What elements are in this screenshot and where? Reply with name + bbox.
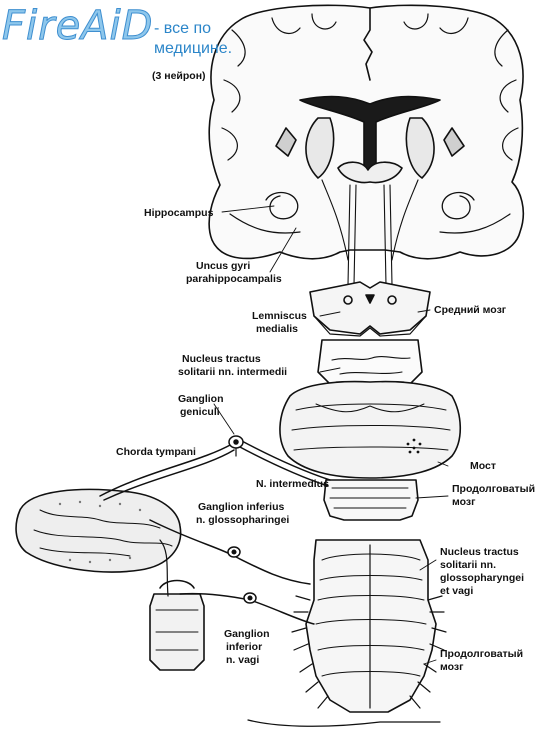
- ascending-tracts: [321, 179, 419, 286]
- label-nts-ix-x-3: glossopharyngei: [440, 572, 525, 584]
- label-n-intermedius: N. intermedius: [256, 478, 329, 490]
- medulla-upper: [323, 479, 419, 521]
- label-medulla-top-2: мозг: [452, 496, 476, 508]
- label-midbrain: Средний мозг: [434, 304, 507, 316]
- label-nts-ix-x-2: solitarii nn.: [440, 559, 497, 571]
- label-ganglion-inferior-vagi-2: inferior: [226, 641, 263, 653]
- brand-logo: FireAiD: [1, 3, 154, 49]
- label-chorda-tympani: Chorda tympani: [116, 446, 196, 458]
- label-lemniscus-1: Lemniscus: [252, 310, 307, 322]
- cranial-nerve-paths: [99, 435, 331, 625]
- label-lemniscus-2: medialis: [256, 323, 299, 335]
- label-ganglion-geniculi-1: Ganglion: [178, 393, 224, 405]
- label-nts-intermedii-1: Nucleus tractus: [182, 353, 261, 365]
- label-uncus-2: parahippocampalis: [186, 273, 282, 285]
- label-medulla-top-1: Продолговатый: [452, 483, 536, 495]
- brand-tagline-1: - все по: [154, 20, 211, 37]
- label-ganglion-inferior-vagi-1: Ganglion: [224, 628, 270, 640]
- label-medulla-bottom-2: мозг: [440, 661, 464, 673]
- medulla-lower: [291, 539, 447, 713]
- larynx: [149, 579, 205, 671]
- label-ganglion-geniculi-2: geniculi: [180, 406, 220, 418]
- upper-brainstem: [317, 339, 423, 385]
- label-nts-ix-x-4: et vagi: [440, 585, 474, 597]
- label-uncus-1: Uncus gyri: [196, 260, 251, 272]
- label-neuron3: (3 нейрон): [152, 70, 206, 82]
- label-hippocampus: Hippocampus: [144, 207, 214, 219]
- label-nts-ix-x-1: Nucleus tractus: [440, 546, 519, 558]
- baseline-stroke: [247, 719, 441, 727]
- label-pons: Мост: [470, 460, 497, 472]
- tongue: [15, 488, 182, 573]
- cerebrum-section: [208, 4, 525, 260]
- pons-section: [279, 380, 462, 479]
- leader-lines: [213, 205, 449, 665]
- label-medulla-bottom-1: Продолговатый: [440, 648, 524, 660]
- midbrain-section: [309, 281, 431, 337]
- brand-tagline-2: медицине.: [154, 40, 233, 57]
- label-ganglion-inferius-2: n. glossopharingei: [196, 514, 290, 526]
- label-ganglion-inferior-vagi-3: n. vagi: [226, 654, 260, 666]
- label-nts-intermedii-2: solitarii nn. intermedii: [178, 366, 288, 378]
- label-ganglion-inferius-1: Ganglion inferius: [198, 501, 285, 513]
